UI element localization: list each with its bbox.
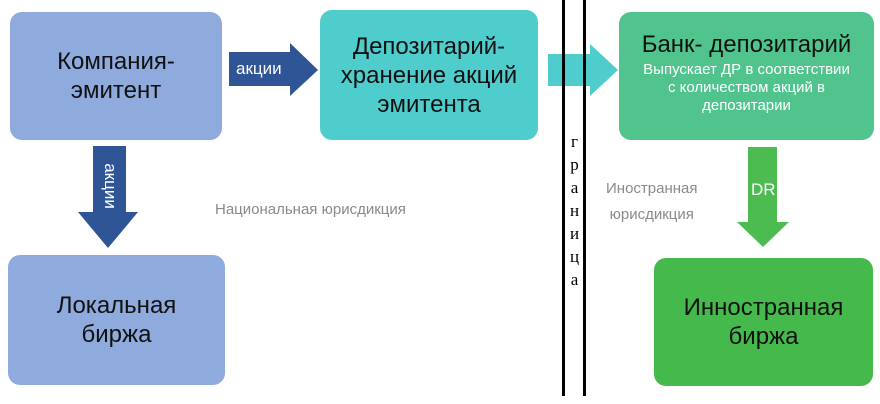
- border-letter: г: [571, 132, 578, 151]
- border-letter: ц: [569, 247, 580, 266]
- bank-title: Банк- депозитарий: [641, 31, 852, 58]
- border-line-left: [562, 0, 565, 396]
- local-exchange-box: Локальная биржа: [8, 255, 225, 385]
- border-letter: а: [570, 270, 579, 289]
- depositary-label: Депозитарий- хранение акций эмитента: [340, 32, 518, 118]
- shares-right-label: акции: [236, 59, 282, 78]
- depositary-box: Депозитарий- хранение акций эмитента: [320, 10, 538, 140]
- shares-down-label: акции: [100, 163, 120, 209]
- border-label: г р а н и ц а: [566, 130, 583, 291]
- border-letter: а: [570, 178, 579, 197]
- arrow-bank-to-foreign: [737, 147, 789, 247]
- border-letter: и: [569, 224, 580, 243]
- local-exchange-label: Локальная биржа: [56, 292, 177, 348]
- issuer-label: Компания- эмитент: [57, 48, 175, 104]
- national-jurisdiction-label: Национальная юрисдикция: [215, 201, 406, 218]
- arrow-issuer-to-local: [78, 146, 138, 248]
- arrow-issuer-to-depositary: [229, 43, 318, 96]
- border-letter: н: [569, 201, 580, 220]
- bank-subtitle: Выпускает ДР в соответствии с количество…: [643, 61, 850, 114]
- foreign-exchange-box: Инностранная биржа: [654, 258, 873, 386]
- border-letter: р: [570, 155, 579, 174]
- dr-label: DR: [751, 180, 776, 199]
- border-line-right: [583, 0, 586, 396]
- foreign-jurisdiction-label: Иностранная юрисдикция: [606, 180, 698, 223]
- bank-box: Банк- депозитарий Выпускает ДР в соответ…: [619, 12, 874, 140]
- foreign-exchange-label: Инностранная биржа: [683, 294, 844, 350]
- issuer-box: Компания- эмитент: [10, 12, 222, 140]
